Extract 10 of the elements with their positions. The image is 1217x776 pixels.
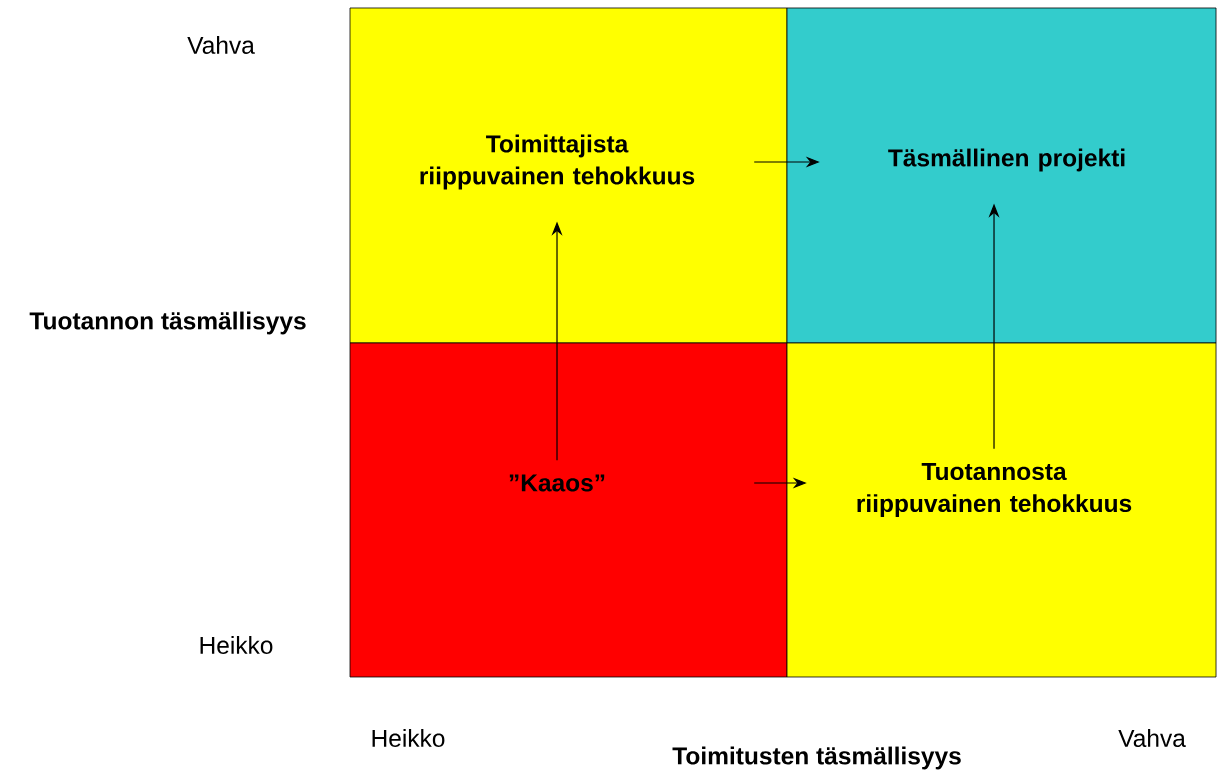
axis-label: Tuotannon täsmällisyys [29,311,306,335]
quadrant-box: Toimittajista riippuvainen tehokkuus [349,7,788,344]
quadrant-box: Tuotannosta riippuvainen tehokkuus [786,342,1217,678]
axis-label: Toimitusten täsmällisyys [672,746,961,770]
axis-label: Vahva [187,36,255,54]
axis-label: Vahva [1118,729,1186,747]
quadrant-box: Täsmällinen projekti [786,7,1217,344]
axis-label: Heikko [372,729,445,747]
quadrant-box: ”Kaaos” [349,342,788,678]
axis-label: Heikko [200,636,273,654]
